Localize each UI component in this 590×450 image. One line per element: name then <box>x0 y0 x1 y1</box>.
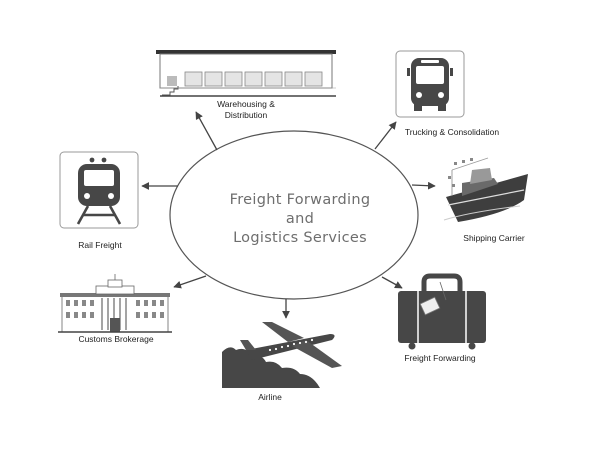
ship-icon <box>443 157 528 222</box>
airplane-icon <box>222 322 342 388</box>
warehousing-label-line2: Distribution <box>224 110 268 120</box>
trucking-label: Trucking & Consolidation <box>404 127 500 137</box>
train-icon <box>59 151 139 229</box>
warehousing-label-line1: Warehousing & <box>217 99 275 109</box>
shipping-label: Shipping Carrier <box>463 233 525 243</box>
hub-title-line3: Logistics Services <box>233 230 367 246</box>
hub-title-line2: and <box>285 211 315 227</box>
hub-title-line1: Freight Forwarding <box>229 192 371 208</box>
arrow-to-trucking <box>374 121 397 150</box>
arrow-to-customs <box>173 275 207 289</box>
arrow-to-shipping <box>411 181 436 190</box>
arrow-to-freight-forwarding <box>381 276 403 289</box>
arrow-to-warehousing <box>195 111 218 151</box>
government-building-icon <box>58 274 172 333</box>
hub-ellipse <box>169 130 419 300</box>
connector-arrows <box>141 111 436 319</box>
airline-label: Airline <box>258 392 282 402</box>
bus-icon <box>395 50 465 118</box>
customs-label: Customs Brokerage <box>78 334 154 344</box>
rail-label: Rail Freight <box>78 240 122 250</box>
suitcase-icon <box>398 273 486 350</box>
freight-forwarding-label: Freight Forwarding <box>404 353 476 363</box>
warehouse-icon <box>156 50 336 97</box>
